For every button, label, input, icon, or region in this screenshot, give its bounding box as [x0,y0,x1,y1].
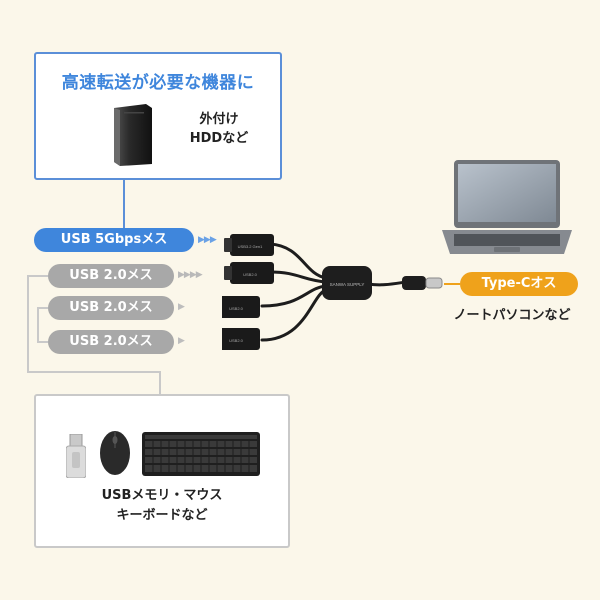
hdd-label-line1: 外付け [199,112,239,127]
blue-arrows-icon: ▶▶▶ [198,235,217,245]
type-c-male-label: Type-Cオス [460,272,578,296]
usb-2-port-3-label: USB2.0 [229,338,244,343]
high-speed-device-box: 高速転送が必要な機器に 外付け HDDなど [34,52,282,180]
usb-2-port-1: USB2.0 [224,262,274,284]
usb-5gbps-female-label: USB 5Gbpsメス [34,228,194,252]
usb-2-female-label-2: USB 2.0メス [48,296,174,320]
usb-2-female-label-3: USB 2.0メス [48,330,174,354]
peripheral-label: USBメモリ・マウス キーボードなど [36,486,288,526]
high-speed-device-title: 高速転送が必要な機器に [61,73,255,93]
hdd-label-line2: HDDなど [189,131,249,146]
laptop-icon [442,160,572,254]
laptop-label: ノートパソコンなど [453,308,571,323]
usb-2-port-1-label: USB2.0 [243,272,258,277]
keyboard-icon [142,432,260,476]
hdd-icon [114,104,152,166]
usb-hub-cable: USB3.2 Gen1 USB2.0 USB2.0 USB2.0 SANWA S… [222,234,443,350]
hdd-label: 外付け HDDなど [174,110,264,148]
peripheral-label-line2: キーボードなど [116,508,208,523]
hub-brand-label: SANWA SUPPLY [330,282,365,287]
usb-memory-icon [66,434,86,478]
usb-2-port-2-label: USB2.0 [229,306,244,311]
usb-2-port-2: USB2.0 [222,296,260,318]
usb-2-female-label-1: USB 2.0メス [48,264,174,288]
arrow-right-icon: ▶ [178,302,185,312]
peripheral-label-line1: USBメモリ・マウス [101,488,223,503]
gray-arrows-icon: ▶▶▶▶ [178,270,203,280]
type-c-plug [402,276,443,290]
usb-5gbps-port: USB3.2 Gen1 [224,234,274,256]
arrow-right-icon: ▶ [178,336,185,346]
peripheral-device-box: USBメモリ・マウス キーボードなど [34,394,290,548]
usb-5gbps-port-label: USB3.2 Gen1 [238,244,263,249]
usb-2-port-3: USB2.0 [222,328,260,350]
hub-body: SANWA SUPPLY [322,266,372,300]
mouse-icon [100,431,130,475]
